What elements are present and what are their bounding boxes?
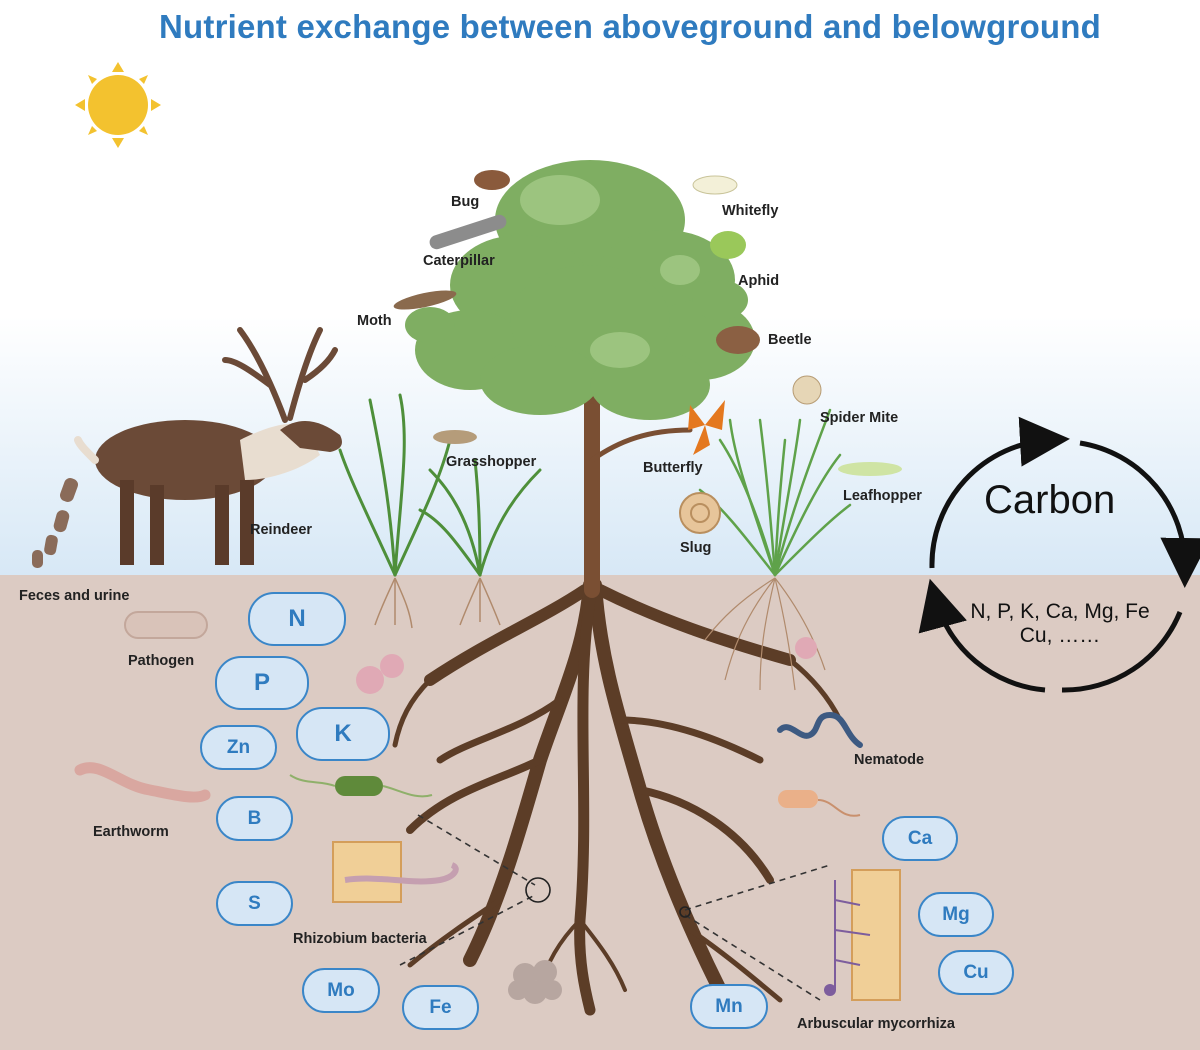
nutrient-b: B — [216, 796, 293, 841]
label-bug: Bug — [451, 194, 479, 210]
nutrient-s: S — [216, 881, 293, 926]
nutrient-mg: Mg — [918, 892, 994, 937]
label-mycorrhiza: Arbuscular mycorrhiza — [797, 1016, 955, 1032]
label-moth: Moth — [357, 313, 392, 329]
slug-illustration — [680, 493, 720, 533]
cycle-nutrients-line2: Cu, …… — [950, 624, 1170, 648]
label-whitefly: Whitefly — [722, 203, 778, 219]
mycorrhiza-illustration — [824, 870, 900, 1000]
nutrient-k: K — [296, 707, 390, 761]
nutrient-cu: Cu — [938, 950, 1014, 995]
whitefly-illustration — [693, 176, 737, 194]
label-leafhopper: Leafhopper — [843, 488, 922, 504]
nutrient-p: P — [215, 656, 309, 710]
label-reindeer: Reindeer — [250, 522, 312, 538]
label-nematode: Nematode — [854, 752, 924, 768]
label-aphid: Aphid — [738, 273, 779, 289]
label-pathogen: Pathogen — [128, 653, 194, 669]
label-butterfly: Butterfly — [643, 460, 703, 476]
label-slug: Slug — [680, 540, 711, 556]
nutrient-mn: Mn — [690, 984, 768, 1029]
nutrient-ca: Ca — [882, 816, 958, 861]
label-earthworm: Earthworm — [93, 824, 169, 840]
label-feces: Feces and urine — [19, 588, 129, 604]
beetle-illustration — [716, 326, 760, 354]
nutrient-fe: Fe — [402, 985, 479, 1030]
nutrient-zn: Zn — [200, 725, 277, 770]
grasshopper-illustration — [433, 430, 477, 444]
label-caterpillar: Caterpillar — [423, 253, 495, 269]
diagram-title: Nutrient exchange between aboveground an… — [0, 8, 1200, 46]
label-rhizobium: Rhizobium bacteria — [293, 931, 427, 947]
label-spider-mite: Spider Mite — [820, 410, 898, 426]
cycle-nutrients-line1: N, P, K, Ca, Mg, Fe — [950, 600, 1170, 624]
label-grasshopper: Grasshopper — [446, 454, 536, 470]
pathogen-illustration — [125, 612, 207, 638]
bug-illustration — [474, 170, 510, 190]
nutrient-n: N — [248, 592, 346, 646]
spider-mite-illustration — [793, 376, 821, 404]
leafhopper-illustration — [838, 462, 902, 476]
cycle-nutrients-text: N, P, K, Ca, Mg, Fe Cu, …… — [950, 600, 1170, 648]
nutrient-mo: Mo — [302, 968, 380, 1013]
label-beetle: Beetle — [768, 332, 812, 348]
aphid-illustration — [710, 231, 746, 259]
cycle-carbon-label: Carbon — [984, 478, 1115, 523]
